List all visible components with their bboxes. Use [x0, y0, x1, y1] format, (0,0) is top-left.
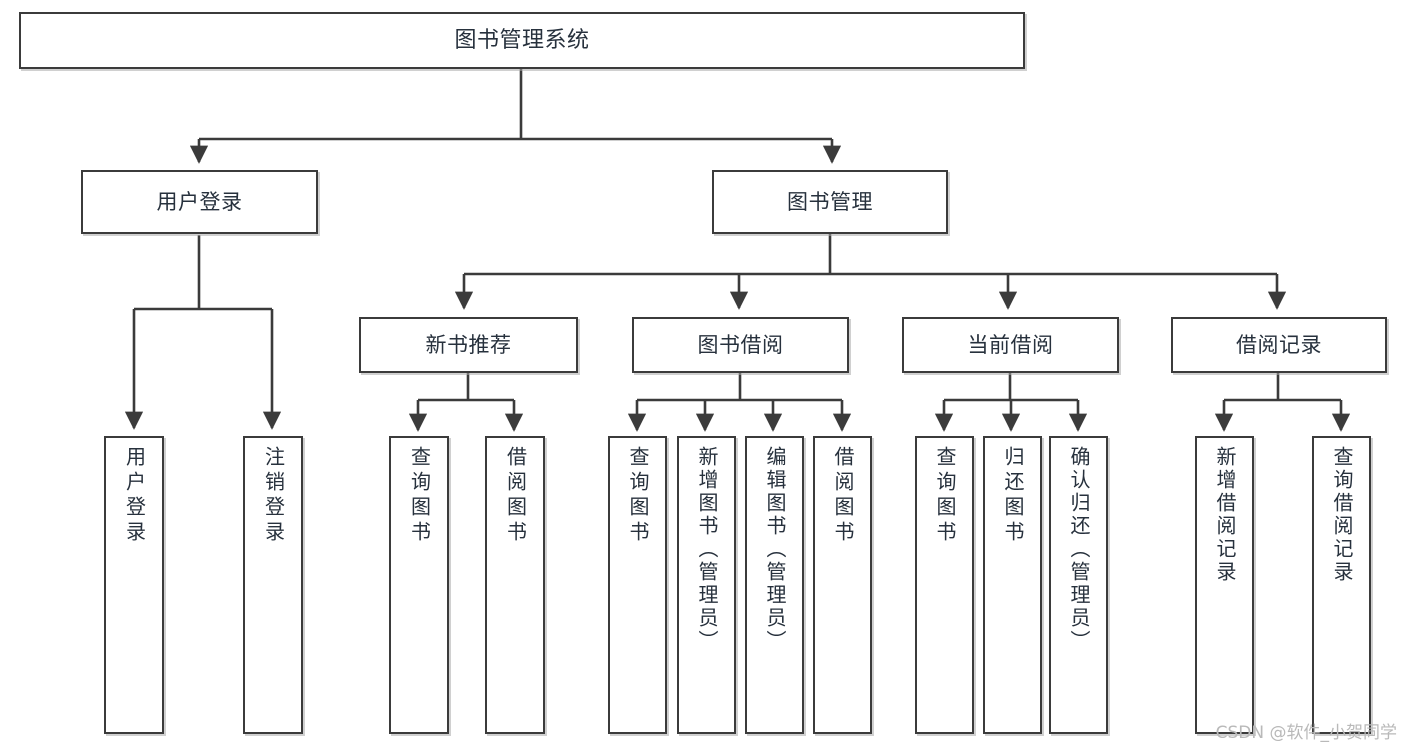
node-label: 借阅记录 — [1236, 332, 1322, 357]
leaf-current-return-book[interactable]: 归还图书 — [983, 436, 1042, 734]
leaf-user-logout[interactable]: 注销登录 — [243, 436, 303, 734]
node-book-management[interactable]: 图书管理 — [712, 170, 948, 234]
node-label: 用户登录 — [122, 446, 147, 546]
node-label: 图书管理系统 — [454, 27, 590, 53]
node-label: 归还图书 — [1001, 446, 1025, 546]
node-user-login[interactable]: 用户登录 — [81, 170, 318, 234]
leaf-record-query-record[interactable]: 查询借阅记录 — [1312, 436, 1371, 734]
node-label: 新增借阅记录 — [1213, 446, 1237, 584]
leaf-record-add-record[interactable]: 新增借阅记录 — [1195, 436, 1254, 734]
node-root-system[interactable]: 图书管理系统 — [19, 12, 1025, 69]
node-label: 当前借阅 — [967, 332, 1054, 357]
node-label: 借阅图书 — [831, 446, 855, 546]
node-label: 图书管理 — [787, 189, 873, 214]
node-label: 注销登录 — [261, 446, 286, 546]
node-label: 新书推荐 — [425, 332, 512, 357]
watermark-text: CSDN @软件_小贺同学 — [1215, 723, 1397, 743]
node-label: 查询图书 — [407, 446, 432, 546]
leaf-recommend-query-book[interactable]: 查询图书 — [389, 436, 449, 734]
leaf-borrow-edit-book-admin[interactable]: 编辑图书（管理员） — [745, 436, 804, 734]
leaf-user-login[interactable]: 用户登录 — [104, 436, 164, 734]
node-label: 查询图书 — [933, 446, 957, 546]
node-label: 查询借阅记录 — [1330, 446, 1354, 584]
node-borrow-record[interactable]: 借阅记录 — [1171, 317, 1387, 373]
node-current-borrow[interactable]: 当前借阅 — [902, 317, 1119, 373]
leaf-recommend-borrow-book[interactable]: 借阅图书 — [485, 436, 545, 734]
leaf-borrow-add-book-admin[interactable]: 新增图书（管理员） — [677, 436, 736, 734]
leaf-current-query-book[interactable]: 查询图书 — [915, 436, 974, 734]
leaf-borrow-query-book[interactable]: 查询图书 — [608, 436, 667, 734]
node-label: 借阅图书 — [503, 446, 528, 546]
node-book-borrow[interactable]: 图书借阅 — [632, 317, 849, 373]
leaf-borrow-borrow-book[interactable]: 借阅图书 — [813, 436, 872, 734]
node-new-book-recommend[interactable]: 新书推荐 — [359, 317, 578, 373]
node-label: 查询图书 — [626, 446, 650, 546]
node-label: 用户登录 — [156, 189, 243, 214]
node-label: 编辑图书（管理员） — [763, 446, 787, 653]
node-label: 确认归还（管理员） — [1067, 446, 1091, 653]
node-label: 图书借阅 — [697, 332, 784, 357]
node-label: 新增图书（管理员） — [695, 446, 719, 653]
leaf-current-confirm-return-admin[interactable]: 确认归还（管理员） — [1049, 436, 1108, 734]
